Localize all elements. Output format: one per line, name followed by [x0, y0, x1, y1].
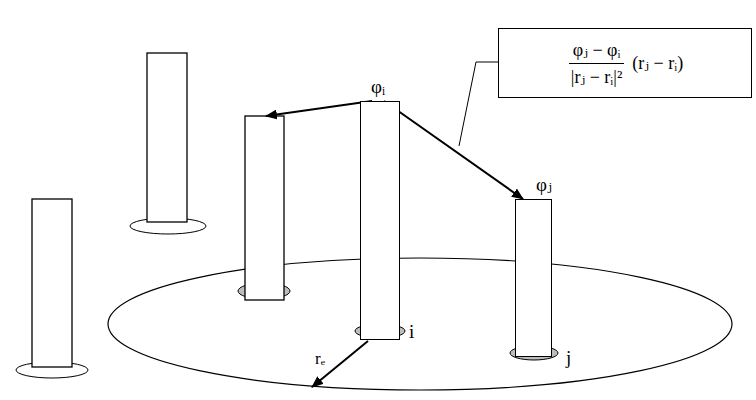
- leader-line: [459, 62, 498, 146]
- gradient-arrow: [384, 101, 523, 199]
- influence-circle: [108, 258, 732, 390]
- potential-label: φᵢ: [371, 77, 385, 98]
- fraction: φⱼ − φᵢ|rⱼ − rᵢ|²: [567, 39, 626, 88]
- formula-box: φⱼ − φᵢ|rⱼ − rᵢ|² (rⱼ − rᵢ): [498, 28, 752, 98]
- particle-pillar: φᵢi: [360, 101, 400, 340]
- particle-pillar: [32, 199, 72, 367]
- radius-label: rₑ: [314, 349, 326, 369]
- particle-pillar: [245, 116, 284, 300]
- potential-label: φⱼ: [536, 175, 552, 196]
- radius-arrow: [312, 341, 368, 387]
- gradient-arrow: [266, 101, 372, 116]
- particle-index: i: [409, 322, 414, 343]
- denominator: |rⱼ − rᵢ|²: [567, 64, 626, 88]
- particle-pillar: [147, 53, 187, 222]
- particle-index: j: [566, 348, 571, 369]
- numerator: φⱼ − φᵢ: [569, 39, 625, 64]
- particle-pillar: φⱼj: [515, 199, 552, 357]
- formula-term: (rⱼ − rᵢ): [632, 52, 683, 74]
